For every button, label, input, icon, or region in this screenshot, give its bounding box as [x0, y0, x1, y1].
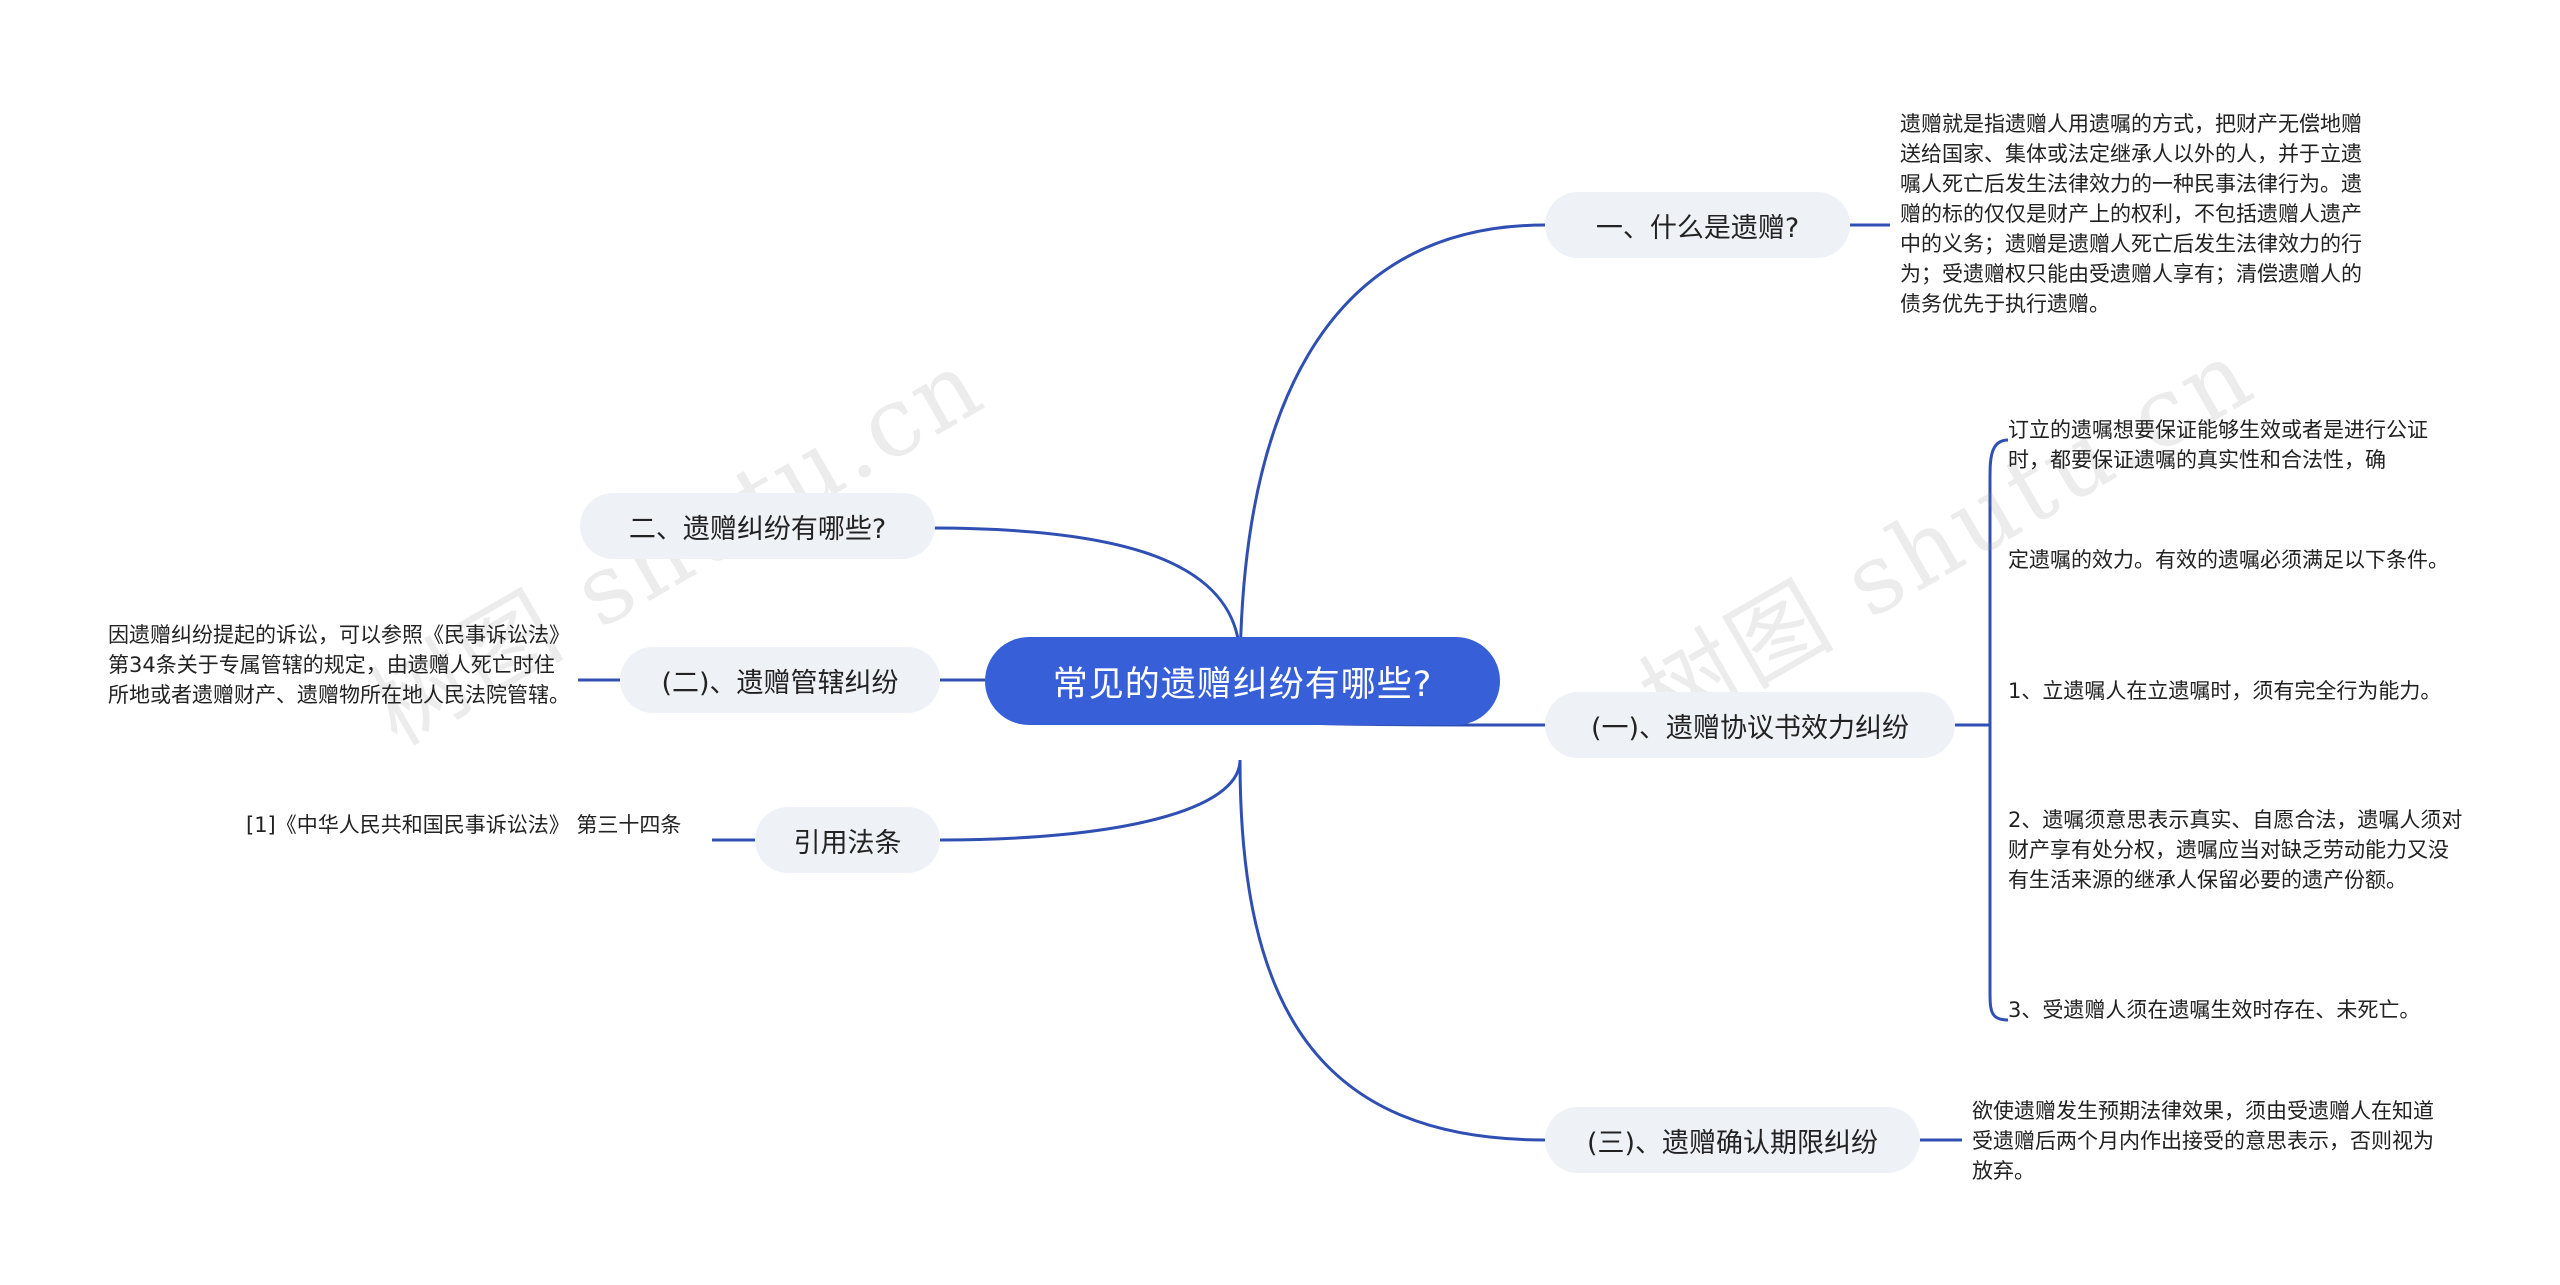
- detail-confirm: 欲使遗赠发生预期法律效果，须由受遗赠人在知道受遗赠后两个月内作出接受的意思表示，…: [1972, 1099, 2434, 1183]
- detail-agreement-4: 2、遗嘱须意思表示真实、自愿合法，遗嘱人须对财产享有处分权，遗嘱应当对缺乏劳动能…: [2008, 808, 2463, 892]
- branch-agreement[interactable]: (一)、遗赠协议书效力纠纷: [1545, 692, 1955, 758]
- detail-jurisdiction: 因遗赠纠纷提起的诉讼，可以参照《民事诉讼法》第34条关于专属管辖的规定，由遗赠人…: [108, 623, 570, 707]
- link-root-cite: [939, 759, 1242, 842]
- link-agreement-bracket: [1955, 438, 2009, 1022]
- detail-what-is: 遗赠就是指遗赠人用遗嘱的方式，把财产无偿地赠送给国家、集体或法定继承人以外的人，…: [1900, 112, 2362, 316]
- root-topic[interactable]: 常见的遗赠纠纷有哪些?: [985, 637, 1500, 725]
- detail-agreement-5: 3、受遗赠人须在遗嘱生效时存在、未死亡。: [2008, 998, 2421, 1022]
- link-root-which: [929, 526, 1242, 661]
- branch-cite[interactable]: 引用法条: [755, 807, 940, 873]
- branch-what-is[interactable]: 一、什么是遗赠?: [1545, 192, 1850, 258]
- detail-agreement-1: 订立的遗嘱想要保证能够生效或者是进行公证时，都要保证遗嘱的真实性和合法性，确: [2008, 418, 2428, 472]
- detail-cite: [1]《中华人民共和国民事诉讼法》 第三十四条: [246, 813, 682, 837]
- link-root-confirm: [1238, 759, 1546, 1142]
- branch-which[interactable]: 二、遗赠纠纷有哪些?: [580, 493, 935, 559]
- detail-agreement-2: 定遗嘱的效力。有效的遗嘱必须满足以下条件。: [2008, 548, 2449, 572]
- branch-confirm[interactable]: (三)、遗赠确认期限纠纷: [1545, 1107, 1920, 1173]
- detail-agreement-3: 1、立遗嘱人在立遗嘱时，须有完全行为能力。: [2008, 679, 2442, 703]
- link-root-what-is: [1238, 223, 1546, 681]
- branch-jurisdiction[interactable]: (二)、遗赠管辖纠纷: [620, 647, 940, 713]
